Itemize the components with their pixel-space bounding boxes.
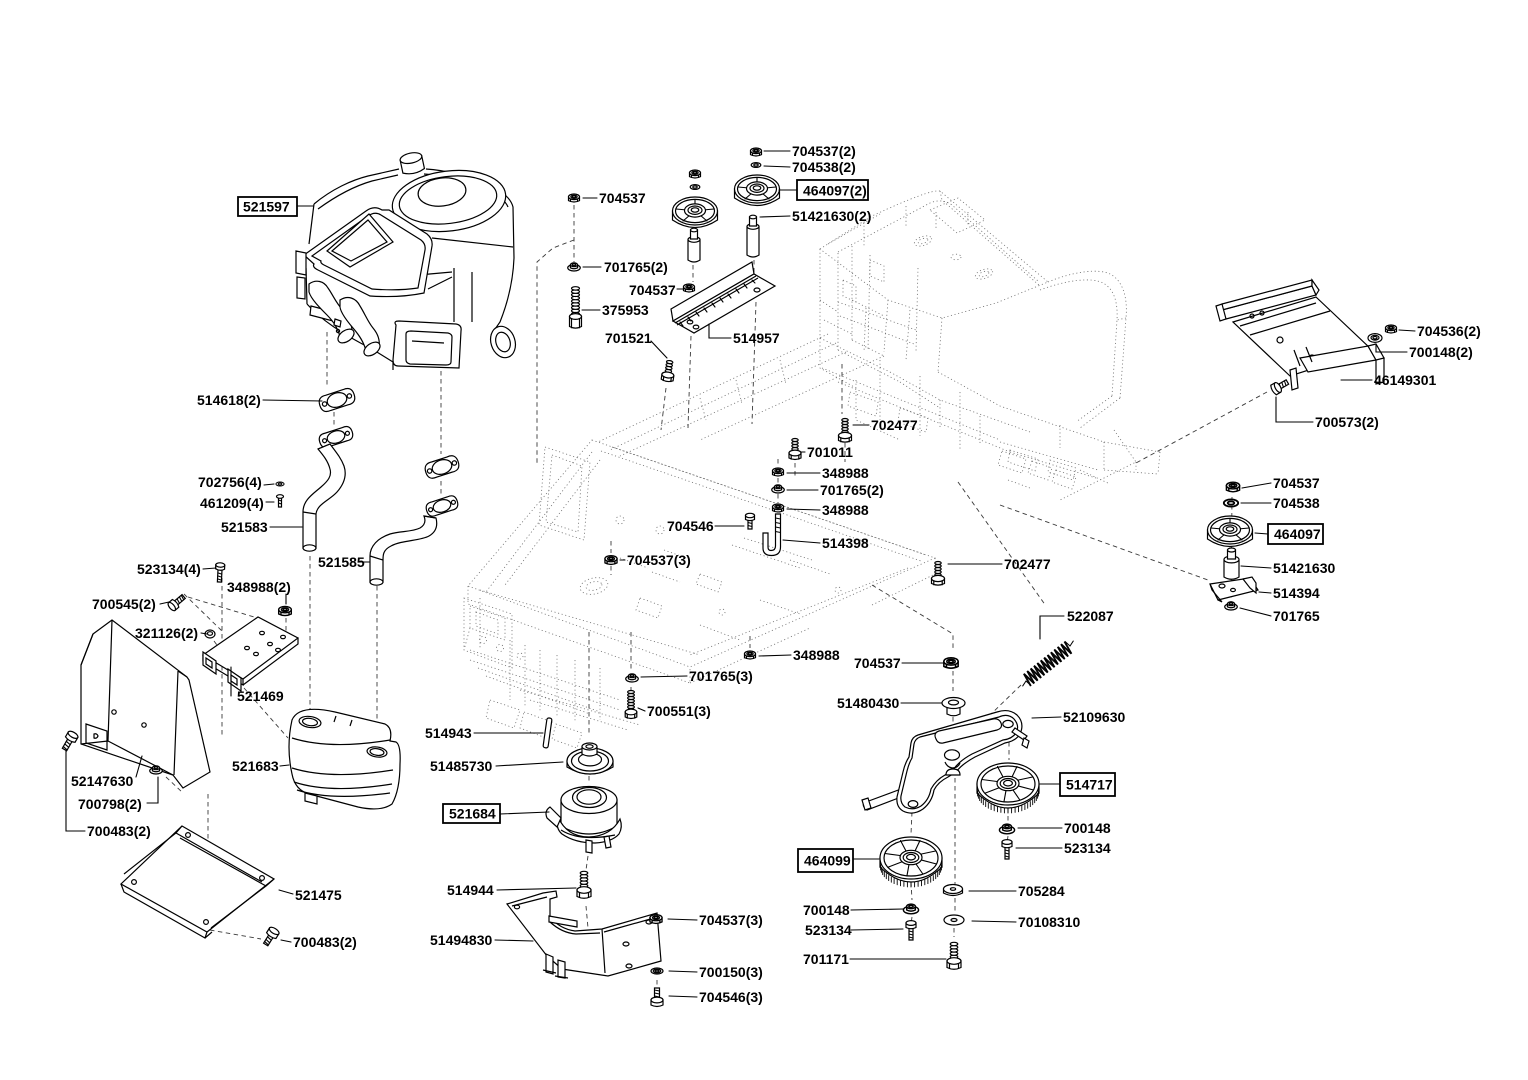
- svg-text:700148: 700148: [803, 902, 850, 918]
- svg-text:51480430: 51480430: [837, 695, 900, 711]
- svg-text:523134: 523134: [805, 922, 852, 938]
- svg-text:514394: 514394: [1273, 585, 1320, 601]
- svg-text:704537: 704537: [629, 282, 676, 298]
- svg-text:704546: 704546: [667, 518, 714, 534]
- svg-text:702477: 702477: [871, 417, 918, 433]
- svg-text:521583: 521583: [221, 519, 268, 535]
- svg-text:700150(3): 700150(3): [699, 964, 763, 980]
- svg-text:51485730: 51485730: [430, 758, 493, 774]
- svg-text:521683: 521683: [232, 758, 279, 774]
- svg-text:348988(2): 348988(2): [227, 579, 291, 595]
- svg-text:704537: 704537: [854, 655, 901, 671]
- svg-text:700483(2): 700483(2): [87, 823, 151, 839]
- svg-text:704537(3): 704537(3): [699, 912, 763, 928]
- svg-text:514943: 514943: [425, 725, 472, 741]
- svg-text:70108310: 70108310: [1018, 914, 1081, 930]
- svg-text:523134: 523134: [1064, 840, 1111, 856]
- svg-text:700148(2): 700148(2): [1409, 344, 1473, 360]
- svg-text:51421630: 51421630: [1273, 560, 1336, 576]
- svg-text:701765(3): 701765(3): [689, 668, 753, 684]
- svg-text:348988: 348988: [793, 647, 840, 663]
- svg-text:700798(2): 700798(2): [78, 796, 142, 812]
- svg-text:51421630(2): 51421630(2): [792, 208, 871, 224]
- svg-text:348988: 348988: [822, 465, 869, 481]
- svg-text:701765(2): 701765(2): [820, 482, 884, 498]
- svg-text:514398: 514398: [822, 535, 869, 551]
- svg-text:51494830: 51494830: [430, 932, 493, 948]
- svg-text:514957: 514957: [733, 330, 780, 346]
- svg-text:702477: 702477: [1004, 556, 1051, 572]
- svg-text:704538: 704538: [1273, 495, 1320, 511]
- svg-text:700545(2): 700545(2): [92, 596, 156, 612]
- svg-text:700148: 700148: [1064, 820, 1111, 836]
- svg-text:52147630: 52147630: [71, 773, 134, 789]
- svg-text:521475: 521475: [295, 887, 342, 903]
- svg-text:704537: 704537: [599, 190, 646, 206]
- svg-text:375953: 375953: [602, 302, 649, 318]
- svg-text:701765(2): 701765(2): [604, 259, 668, 275]
- svg-text:464097(2): 464097(2): [803, 183, 867, 199]
- svg-text:321126(2): 321126(2): [135, 625, 198, 641]
- svg-text:702756(4): 702756(4): [198, 474, 262, 490]
- svg-text:52109630: 52109630: [1063, 709, 1126, 725]
- svg-text:700551(3): 700551(3): [647, 703, 711, 719]
- svg-text:521585: 521585: [318, 554, 365, 570]
- svg-text:514944: 514944: [447, 882, 494, 898]
- svg-text:464097: 464097: [1274, 526, 1321, 542]
- svg-text:704537(2): 704537(2): [792, 143, 856, 159]
- svg-text:514717: 514717: [1066, 777, 1113, 793]
- svg-text:521597: 521597: [243, 199, 290, 215]
- svg-text:522087: 522087: [1067, 608, 1114, 624]
- svg-text:704546(3): 704546(3): [699, 989, 763, 1005]
- svg-text:701521: 701521: [605, 330, 652, 346]
- svg-text:523134(4): 523134(4): [137, 561, 201, 577]
- svg-text:464099: 464099: [804, 853, 851, 869]
- svg-text:701011: 701011: [807, 444, 853, 460]
- svg-text:704536(2): 704536(2): [1417, 323, 1481, 339]
- svg-text:514618(2): 514618(2): [197, 392, 261, 408]
- svg-text:704537: 704537: [1273, 475, 1320, 491]
- svg-text:348988: 348988: [822, 502, 869, 518]
- svg-text:701765: 701765: [1273, 608, 1320, 624]
- svg-text:700483(2): 700483(2): [293, 934, 357, 950]
- svg-text:704538(2): 704538(2): [792, 159, 856, 175]
- svg-text:46149301: 46149301: [1374, 372, 1437, 388]
- svg-text:704537(3): 704537(3): [627, 552, 691, 568]
- svg-text:705284: 705284: [1018, 883, 1065, 899]
- svg-text:701171: 701171: [803, 951, 849, 967]
- svg-text:700573(2): 700573(2): [1315, 414, 1379, 430]
- svg-text:461209(4): 461209(4): [200, 495, 264, 511]
- svg-text:521684: 521684: [449, 806, 496, 822]
- svg-text:521469: 521469: [237, 688, 284, 704]
